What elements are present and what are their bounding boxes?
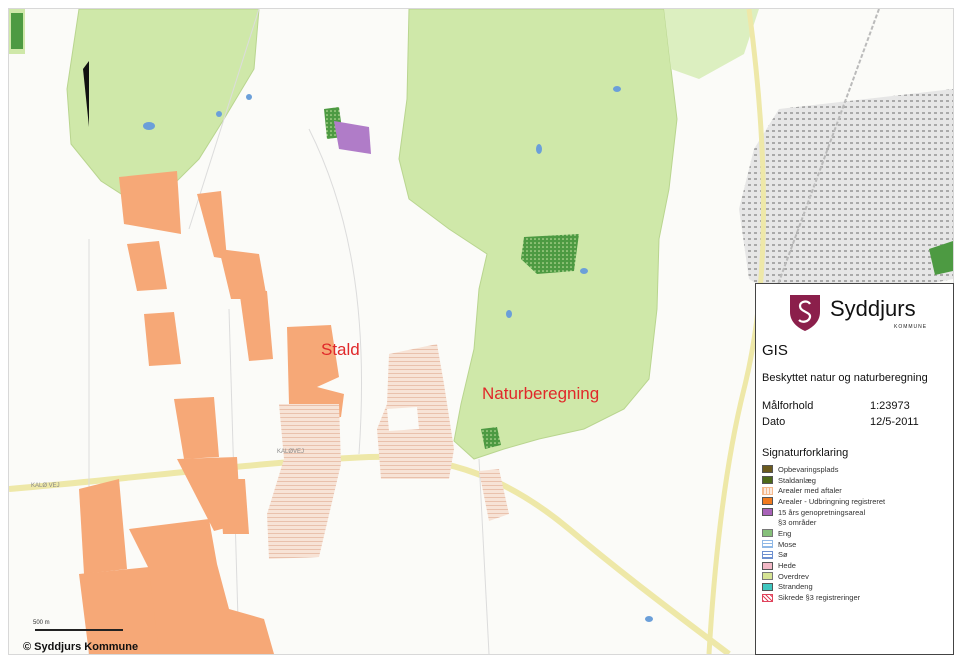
lakes: [143, 86, 653, 622]
copyright: © Syddjurs Kommune: [23, 641, 139, 653]
road-minor-1: [308, 128, 363, 455]
legend-heading: Signaturforklaring: [762, 447, 849, 459]
legend-item: §3 områder: [762, 517, 952, 528]
brand-sub: KOMMUNE: [894, 324, 928, 330]
legend-swatch-icon: [762, 540, 773, 549]
legend-swatch-icon: [762, 465, 773, 474]
legend-item-label: Sikrede §3 registreringer: [778, 593, 861, 603]
purple-area: [334, 121, 371, 154]
town-area: [739, 89, 953, 309]
brand-name: Syddjurs: [830, 296, 916, 321]
eng-area-2: [481, 427, 501, 449]
road-east: [706, 9, 766, 654]
map-label-naturberegning: Naturberegning: [482, 384, 600, 403]
road-label-2: KALØ VEJ: [31, 483, 60, 489]
legend-item-label: Eng: [778, 528, 792, 538]
scale-bar: [35, 629, 123, 631]
forest-area-central: [398, 9, 678, 460]
gis-title: GIS: [762, 342, 788, 359]
legend-item: 15 års genopretningsareal: [762, 507, 952, 518]
field-cutout: [387, 407, 419, 431]
orange-fields: [79, 171, 344, 654]
legend-swatch-icon: [762, 550, 773, 559]
legend-item-label: Strandeng: [778, 582, 813, 592]
legend-item: Arealer med aftaler: [762, 485, 952, 496]
legend-swatch-icon: [762, 561, 773, 570]
legend-swatch-icon: [762, 529, 773, 538]
hatched-field-2: [267, 404, 341, 559]
map-graphics: [9, 9, 953, 654]
legend-swatch-icon: [762, 593, 773, 602]
legend-swatch-icon: [762, 497, 773, 506]
green-marker-topleft: [11, 13, 23, 49]
legend-item-label: Staldanlæg: [778, 475, 816, 485]
north-arrow-icon: [83, 61, 89, 127]
legend-item-label: Hede: [778, 561, 796, 571]
syddjurs-logo-icon: [790, 295, 820, 331]
forest-area-nw: [66, 9, 260, 200]
eng-area-1: [521, 234, 579, 274]
legend-item: Mose: [762, 539, 952, 550]
legend-item: Eng: [762, 528, 952, 539]
legend-item-label: 15 års genopretningsareal: [778, 507, 866, 517]
legend-item-label: Mose: [778, 539, 797, 549]
railway: [768, 9, 880, 310]
legend-item: Overdrev: [762, 571, 952, 582]
date-value: 12/5-2011: [870, 416, 919, 428]
legend-item-label: Arealer - Udbringning registreret: [778, 496, 886, 506]
scale-key: Målforhold: [762, 400, 814, 412]
forest-area-strip: [664, 9, 759, 79]
legend-item: Sø: [762, 550, 952, 561]
scale-text: 500 m: [33, 620, 50, 626]
legend-item: Strandeng: [762, 582, 952, 593]
legend-swatch-icon: [762, 508, 773, 517]
legend-swatch-icon: [762, 572, 773, 581]
scale-value: 1:23973: [870, 400, 910, 412]
legend-item: Hede: [762, 560, 952, 571]
legend-item-label: Overdrev: [778, 571, 809, 581]
legend-item: Arealer - Udbringning registreret: [762, 496, 952, 507]
legend-swatch-icon: [762, 486, 773, 495]
legend-swatch-icon: [762, 476, 773, 485]
map-label-stald: Stald: [321, 340, 360, 359]
legend-item-label: Arealer med aftaler: [778, 486, 842, 496]
legend-swatch-icon: [762, 582, 773, 591]
hatched-field-3: [479, 469, 509, 521]
legend-item: Opbevaringsplads: [762, 464, 952, 475]
date-key: Dato: [762, 416, 786, 428]
legend-item-label: §3 områder: [778, 518, 817, 528]
road-minor-5: [478, 458, 490, 654]
legend-item-label: Opbevaringsplads: [778, 464, 839, 474]
legend-item-label: Sø: [778, 550, 788, 560]
legend-panel: Syddjurs KOMMUNE GIS Beskyttet natur og …: [755, 283, 954, 655]
road-minor-2: [188, 9, 260, 230]
legend-item: Staldanlæg: [762, 475, 952, 486]
legend-subtitle: Beskyttet natur og naturberegning: [762, 372, 928, 384]
wetland-east: [929, 241, 953, 275]
road-label-1: KALØVEJ: [277, 449, 305, 455]
legend-item: Sikrede §3 registreringer: [762, 592, 952, 603]
